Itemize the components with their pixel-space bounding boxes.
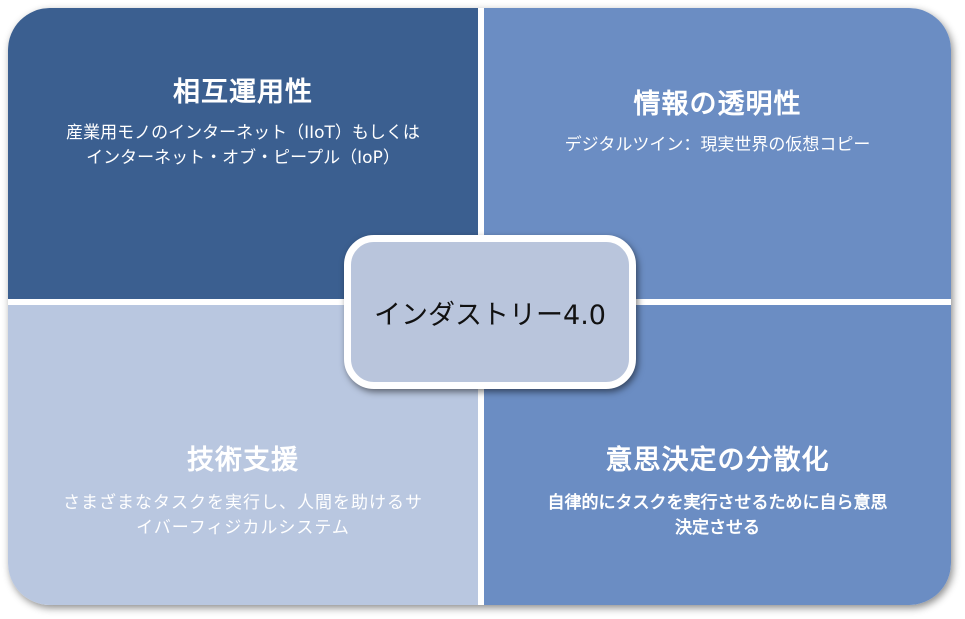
center-node: インダストリー4.0 [344, 235, 636, 389]
quadrant-title: 意思決定の分散化 [605, 445, 830, 476]
quadrant-technical-assistance: 技術支援 さまざまなタスクを実行し、人間を助けるサ イバーフィジカルシステム [8, 305, 478, 605]
description-line: さまざまなタスクを実行し、人間を助けるサ [63, 493, 423, 513]
quadrant-title: 情報の透明性 [633, 89, 802, 120]
description-line: 決定させる [675, 518, 760, 538]
quadrant-description: デジタルツイン：現実世界の仮想コピー [500, 133, 935, 158]
description-line: デジタルツイン：現実世界の仮想コピー [564, 135, 871, 155]
description-line: イバーフィジカルシステム [136, 518, 350, 538]
description-line: 産業用モノのインターネット（IIoT）もしくは [66, 123, 420, 143]
center-label: インダストリー4.0 [374, 299, 606, 331]
quadrant-description: 産業用モノのインターネット（IIoT）もしくは インターネット・オブ・ピープル（… [24, 121, 462, 171]
quadrant-description: 自律的にタスクを実行させるために自ら意思 決定させる [500, 491, 935, 541]
description-line: 自律的にタスクを実行させるために自ら意思 [547, 493, 888, 513]
quadrant-interoperability: 相互運用性 産業用モノのインターネット（IIoT）もしくは インターネット・オブ… [8, 8, 478, 299]
diagram-frame: 相互運用性 産業用モノのインターネット（IIoT）もしくは インターネット・オブ… [8, 8, 951, 605]
description-line: インターネット・オブ・ピープル（IoP） [86, 148, 400, 168]
quadrant-title: 技術支援 [187, 445, 299, 476]
quadrant-title: 相互運用性 [173, 77, 313, 108]
quadrant-description: さまざまなタスクを実行し、人間を助けるサ イバーフィジカルシステム [24, 491, 462, 541]
